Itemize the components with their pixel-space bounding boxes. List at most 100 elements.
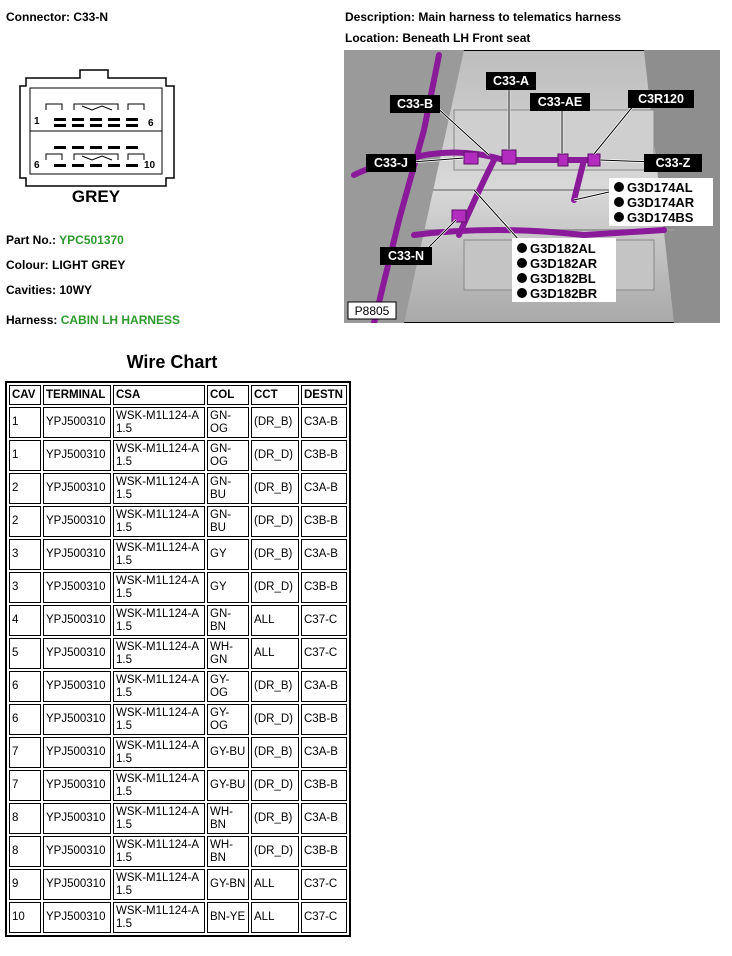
csa-cell: WSK-M1L124-A 1.5 <box>113 902 205 933</box>
csa-cell: WSK-M1L124-A 1.5 <box>113 803 205 834</box>
csa-cell: WSK-M1L124-A 1.5 <box>113 506 205 537</box>
terminal-cell: YPJ500310 <box>43 836 111 867</box>
cav-cell: 1 <box>9 407 41 438</box>
column-header: DESTN <box>301 385 347 405</box>
callout-c33-j: C33-J <box>374 156 408 170</box>
colour-cell: GY <box>207 572 249 603</box>
description: Description: Main harness to telematics … <box>345 10 622 24</box>
cav-cell: 4 <box>9 605 41 636</box>
csa-cell: WSK-M1L124-A 1.5 <box>113 539 205 570</box>
colour-cell: GN-BN <box>207 605 249 636</box>
destination-cell: C3A-B <box>301 473 347 504</box>
ground-label: G3D182BR <box>530 286 598 301</box>
part-number: Part No.: YPC501370 <box>6 233 124 247</box>
terminal-cell: YPJ500310 <box>43 473 111 504</box>
connector-colour-label: GREY <box>72 187 121 206</box>
colour-cell: WH-GN <box>207 638 249 669</box>
csa-cell: WSK-M1L124-A 1.5 <box>113 704 205 735</box>
csa-cell: WSK-M1L124-A 1.5 <box>113 836 205 867</box>
csa-cell: WSK-M1L124-A 1.5 <box>113 572 205 603</box>
colour-cell: GY-BN <box>207 869 249 900</box>
colour: Colour: LIGHT GREY <box>6 258 126 272</box>
destination-cell: C37-C <box>301 638 347 669</box>
cav-cell: 6 <box>9 704 41 735</box>
callout-c33-z: C33-Z <box>656 156 691 170</box>
cav-cell: 8 <box>9 803 41 834</box>
callout-c33-b: C33-B <box>397 97 433 111</box>
destination-cell: C37-C <box>301 605 347 636</box>
ground-label: G3D174BS <box>627 210 694 225</box>
harness-link[interactable]: CABIN LH HARNESS <box>60 313 181 327</box>
colour-cell: GN-BU <box>207 473 249 504</box>
terminal-cell: YPJ500310 <box>43 440 111 471</box>
colour-cell: GY-OG <box>207 704 249 735</box>
destination-cell: C3A-B <box>301 671 347 702</box>
terminal-cell: YPJ500310 <box>43 770 111 801</box>
colour-cell: GN-BU <box>207 506 249 537</box>
pin-label: 1 <box>34 116 40 127</box>
ground-bullet <box>517 288 527 298</box>
circuit-cell: (DR_B) <box>251 407 299 438</box>
colour-cell: GN-OG <box>207 407 249 438</box>
terminal-cell: YPJ500310 <box>43 803 111 834</box>
colour-cell: BN-YE <box>207 902 249 933</box>
csa-cell: WSK-M1L124-A 1.5 <box>113 737 205 768</box>
callout-c3r120: C3R120 <box>638 92 684 106</box>
circuit-cell: (DR_D) <box>251 572 299 603</box>
csa-cell: WSK-M1L124-A 1.5 <box>113 671 205 702</box>
callout-c33-ae: C33-AE <box>538 95 582 109</box>
column-header: CCT <box>251 385 299 405</box>
colour-cell: GY <box>207 539 249 570</box>
destination-cell: C3A-B <box>301 539 347 570</box>
circuit-cell: (DR_B) <box>251 473 299 504</box>
callout-c33-n: C33-N <box>388 249 424 263</box>
ground-label: G3D182AL <box>530 241 596 256</box>
colour-cell: GY-OG <box>207 671 249 702</box>
circuit-cell: (DR_B) <box>251 803 299 834</box>
destination-cell: C3A-B <box>301 737 347 768</box>
destination-cell: C3B-B <box>301 704 347 735</box>
ground-label: G3D174AL <box>627 180 693 195</box>
ground-bullet <box>614 212 624 222</box>
terminal-cell: YPJ500310 <box>43 902 111 933</box>
callout-c33-a: C33-A <box>493 74 529 88</box>
terminal-cell: YPJ500310 <box>43 572 111 603</box>
terminal-cell: YPJ500310 <box>43 407 111 438</box>
ground-bullet <box>614 182 624 192</box>
cav-cell: 8 <box>9 836 41 867</box>
cav-cell: 3 <box>9 572 41 603</box>
ground-label: G3D182BL <box>530 271 596 286</box>
ground-bullet <box>614 197 624 207</box>
destination-cell: C37-C <box>301 869 347 900</box>
cav-cell: 6 <box>9 671 41 702</box>
ground-bullet <box>517 258 527 268</box>
csa-cell: WSK-M1L124-A 1.5 <box>113 869 205 900</box>
ground-bullet <box>517 243 527 253</box>
terminal-cell: YPJ500310 <box>43 539 111 570</box>
circuit-cell: ALL <box>251 869 299 900</box>
location-photo: C33-B C33-A C33-AE C3R120 C33-J C33-Z C3… <box>344 50 720 323</box>
destination-cell: C3B-B <box>301 836 347 867</box>
csa-cell: WSK-M1L124-A 1.5 <box>113 770 205 801</box>
ground-label: G3D174AR <box>627 195 695 210</box>
colour-cell: GY-BU <box>207 737 249 768</box>
cav-cell: 7 <box>9 737 41 768</box>
circuit-cell: ALL <box>251 605 299 636</box>
cav-cell: 5 <box>9 638 41 669</box>
cav-cell: 1 <box>9 440 41 471</box>
ground-bullet <box>517 273 527 283</box>
circuit-cell: (DR_B) <box>251 671 299 702</box>
destination-cell: C37-C <box>301 902 347 933</box>
part-number-link[interactable]: YPC501370 <box>59 233 124 247</box>
photo-reference: P8805 <box>355 304 390 318</box>
harness: Harness: CABIN LH HARNESS <box>6 313 181 327</box>
